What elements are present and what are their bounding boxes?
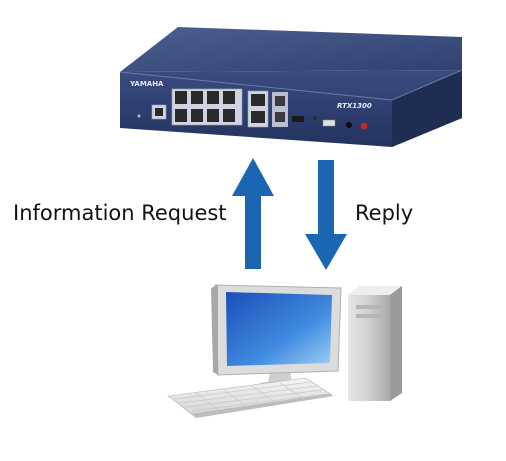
information-request-label: Information Request xyxy=(13,201,227,225)
router-device-icon: YAMAHA RTX1300 xyxy=(119,27,463,147)
down-arrow-icon xyxy=(305,160,347,270)
router-brand: YAMAHA xyxy=(129,80,164,88)
router-model: RTX1300 xyxy=(337,102,372,110)
reply-label: Reply xyxy=(355,201,414,225)
up-arrow-icon xyxy=(232,158,274,269)
desktop-computer-icon xyxy=(167,284,402,418)
